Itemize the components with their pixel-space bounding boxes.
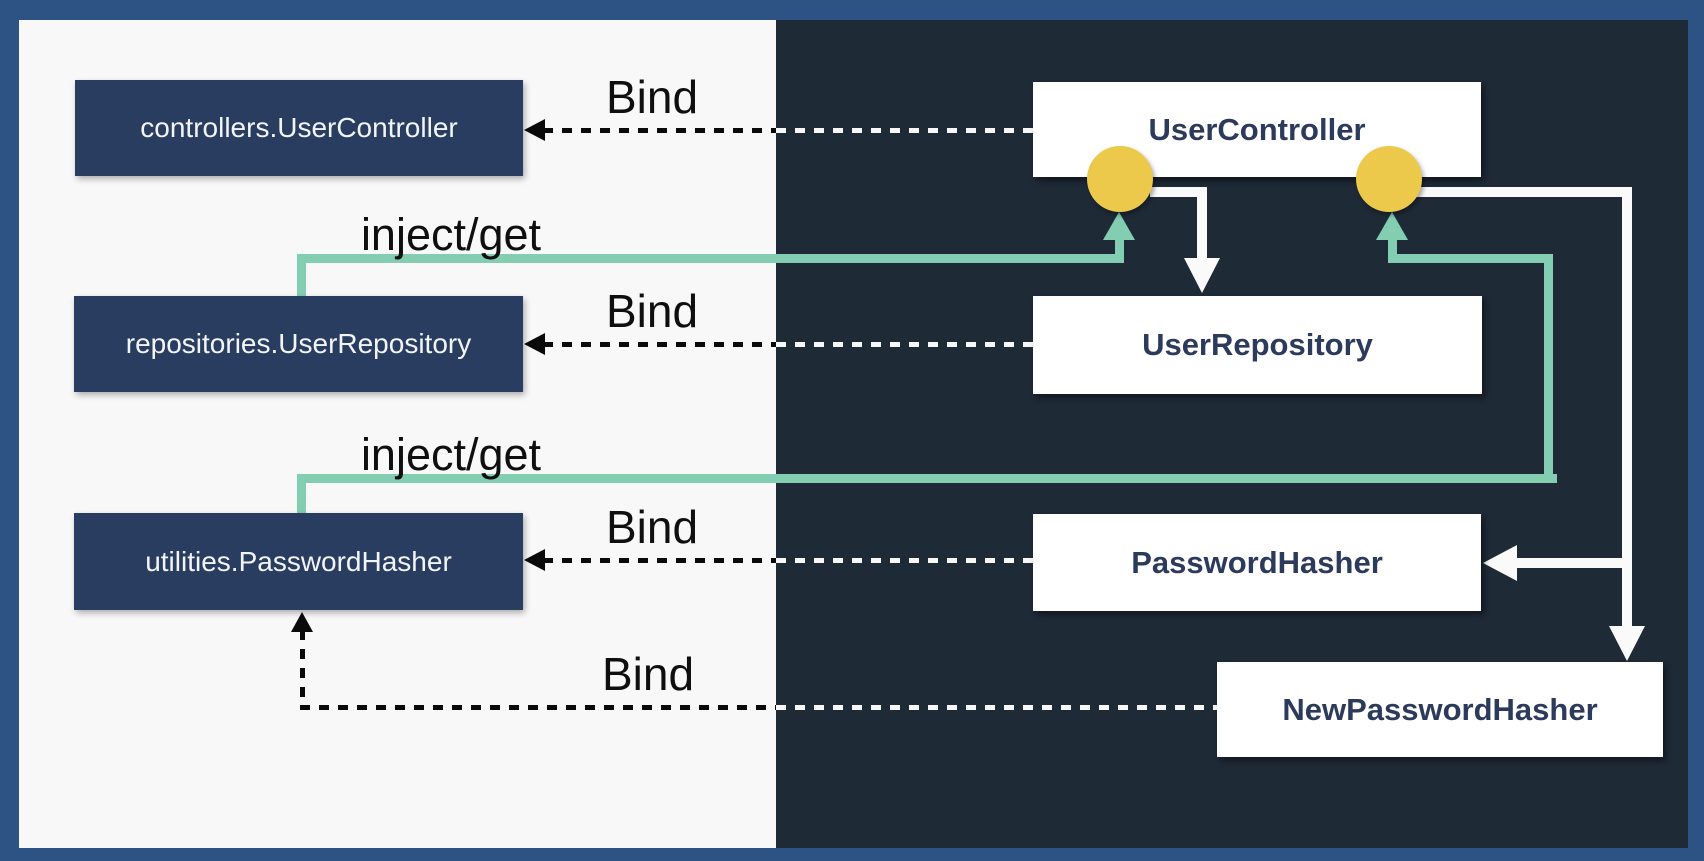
bind-edge-usercontroller-left bbox=[543, 128, 776, 133]
bind-edge-usercontroller-right bbox=[776, 128, 1033, 133]
bind-arrowhead-userrepository bbox=[524, 333, 545, 355]
white-edge-to-newpasswordhasher-v bbox=[1622, 187, 1632, 628]
bind-edge-newpasswordhasher-riser bbox=[300, 630, 305, 707]
bind-edge-userrepository-right bbox=[776, 342, 1033, 347]
white-edge-to-newpasswordhasher-h bbox=[1400, 187, 1632, 197]
injection-point-1 bbox=[1087, 146, 1153, 212]
injection-point-2 bbox=[1356, 146, 1422, 212]
left-box-utilities-passwordhasher: utilities.PasswordHasher bbox=[74, 513, 523, 610]
white-arrowhead-newpasswordhasher bbox=[1609, 626, 1645, 661]
bind-edge-passwordhasher-left bbox=[543, 558, 776, 563]
inject-get-label-2: inject/get bbox=[360, 429, 542, 480]
left-box-repositories-userrepository: repositories.UserRepository bbox=[74, 296, 523, 392]
bind-edge-newpasswordhasher-right bbox=[776, 705, 1217, 710]
left-box-label: controllers.UserController bbox=[140, 112, 458, 143]
white-edge-to-userrepository-v bbox=[1197, 187, 1207, 260]
right-box-passwordhasher: PasswordHasher bbox=[1033, 514, 1481, 611]
inject-get-label-1: inject/get bbox=[360, 209, 542, 260]
inject-edge-userrepository-stem bbox=[1115, 236, 1124, 260]
right-box-newpasswordhasher: NewPasswordHasher bbox=[1217, 662, 1663, 757]
bind-label-3: Bind bbox=[605, 501, 699, 553]
white-edge-to-userrepository-h bbox=[1150, 187, 1207, 197]
bind-edge-newpasswordhasher-left bbox=[300, 705, 776, 710]
white-arrowhead-passwordhasher bbox=[1483, 545, 1517, 581]
white-arrowhead-userrepository bbox=[1184, 258, 1220, 293]
inject-edge-passwordhasher-top bbox=[1388, 254, 1553, 263]
inject-arrowhead-2 bbox=[1376, 212, 1408, 240]
bind-arrowhead-usercontroller bbox=[524, 119, 545, 141]
bind-edge-passwordhasher-right bbox=[776, 558, 1033, 563]
bind-label-1: Bind bbox=[605, 71, 699, 123]
right-box-label: NewPasswordHasher bbox=[1282, 691, 1598, 727]
left-box-controllers-usercontroller: controllers.UserController bbox=[75, 80, 523, 176]
left-box-label: utilities.PasswordHasher bbox=[145, 545, 452, 577]
bind-label-2: Bind bbox=[605, 285, 699, 337]
inject-edge-passwordhasher-drop bbox=[297, 478, 306, 513]
bind-arrowhead-newpasswordhasher bbox=[291, 612, 313, 632]
inject-edge-passwordhasher-riser bbox=[1544, 254, 1553, 483]
inject-edge-userrepository bbox=[297, 254, 1124, 263]
bind-arrowhead-passwordhasher bbox=[524, 549, 545, 571]
right-box-label: PasswordHasher bbox=[1131, 544, 1383, 580]
inject-edge-passwordhasher-bottom bbox=[297, 474, 1557, 483]
right-box-userrepository: UserRepository bbox=[1033, 296, 1482, 394]
inject-edge-passwordhasher-stem bbox=[1388, 236, 1397, 260]
right-box-label: UserController bbox=[1148, 111, 1366, 147]
white-edge-branch-to-passwordhasher bbox=[1512, 558, 1632, 568]
bind-edge-userrepository-left bbox=[543, 342, 776, 347]
bind-label-4: Bind bbox=[601, 648, 695, 700]
inject-arrowhead-1 bbox=[1103, 212, 1135, 240]
right-box-label: UserRepository bbox=[1142, 327, 1373, 362]
left-box-label: repositories.UserRepository bbox=[125, 328, 472, 359]
inject-edge-userrepository-drop bbox=[297, 258, 306, 296]
